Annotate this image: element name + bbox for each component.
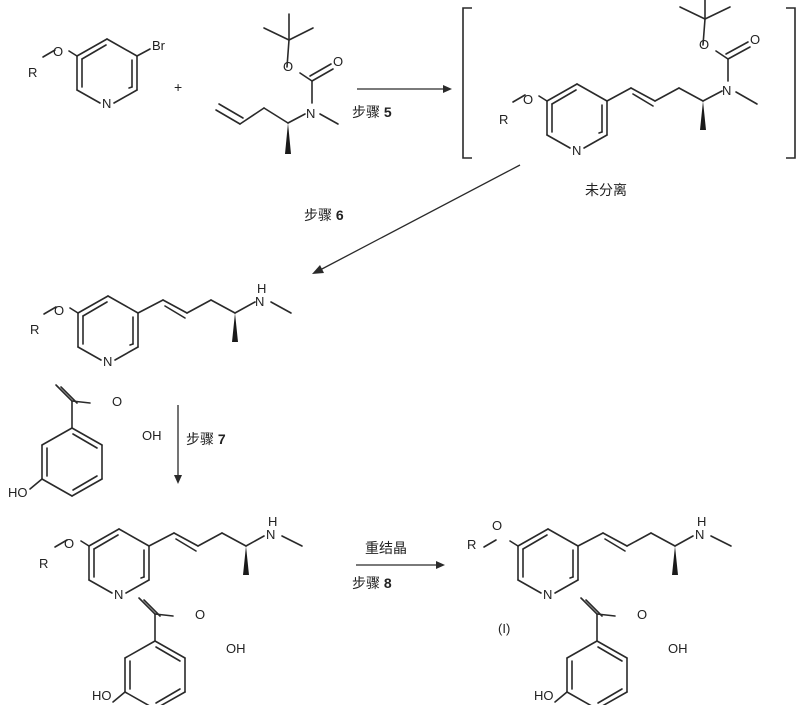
crude-salt-amine: R O N H N	[39, 514, 303, 602]
o-label: O	[523, 92, 533, 107]
r-label: R	[39, 556, 48, 571]
step-5-label: 步骤 5	[352, 104, 392, 120]
ho-label: HO	[92, 688, 112, 703]
o-label: O	[112, 394, 122, 409]
o-label: O	[283, 59, 293, 74]
o-label: O	[53, 44, 63, 59]
o-label: O	[195, 607, 205, 622]
step-8-label: 步骤 8	[352, 575, 392, 591]
r-label: R	[28, 65, 37, 80]
o-label: O	[637, 607, 647, 622]
step-6-label: 步骤 6	[304, 207, 344, 223]
step-7-label: 步骤 7	[186, 431, 226, 447]
n-label: N	[306, 106, 315, 121]
n-label: N	[255, 294, 264, 309]
arrowhead	[174, 475, 182, 484]
n-label: N	[572, 143, 581, 158]
oh-label: OH	[226, 641, 246, 656]
nh-h-label: H	[697, 514, 706, 529]
arrowhead	[436, 561, 445, 569]
n-label: N	[695, 527, 704, 542]
arrowhead	[312, 265, 324, 274]
recrystallization-label: 重结晶	[365, 540, 407, 556]
o-label: O	[699, 37, 709, 52]
free-amine: R O N H N	[30, 281, 292, 369]
n-label: N	[114, 587, 123, 602]
final-product-amine: R O N H N	[467, 514, 732, 602]
crude-salt-acid: O OH HO	[92, 597, 246, 705]
intermediate-boc-alkene: R O N N O O	[499, 0, 760, 158]
reactant-bromopyridine: R O N Br	[28, 38, 166, 111]
reactant-boc-amine: N O O	[215, 13, 343, 154]
plus-sign: +	[174, 79, 182, 95]
o-label: O	[64, 536, 74, 551]
n-label: N	[103, 354, 112, 369]
o-label: O	[54, 303, 64, 318]
arrowhead	[443, 85, 452, 93]
ho-label: HO	[8, 485, 28, 500]
final-product-acid: O OH HO	[534, 597, 688, 705]
nh-h-label: H	[257, 281, 266, 296]
o-label: O	[333, 54, 343, 69]
hydroxybenzoic-acid-reagent: O OH HO	[8, 384, 162, 500]
left-bracket	[462, 7, 472, 159]
arrow-step-6	[319, 164, 521, 271]
o-label: O	[492, 518, 502, 533]
n-label: N	[543, 587, 552, 602]
right-bracket	[786, 7, 796, 159]
r-label: R	[499, 112, 508, 127]
o-label: O	[750, 32, 760, 47]
nh-h-label: H	[268, 514, 277, 529]
not-isolated-label: 未分离	[585, 182, 627, 198]
compound-i-label: (I)	[498, 621, 510, 636]
n-label: N	[102, 96, 111, 111]
n-label: N	[266, 527, 275, 542]
oh-label: OH	[668, 641, 688, 656]
br-label: Br	[152, 38, 166, 53]
oh-label: OH	[142, 428, 162, 443]
n-label: N	[722, 83, 731, 98]
r-label: R	[467, 537, 476, 552]
r-label: R	[30, 322, 39, 337]
ho-label: HO	[534, 688, 554, 703]
